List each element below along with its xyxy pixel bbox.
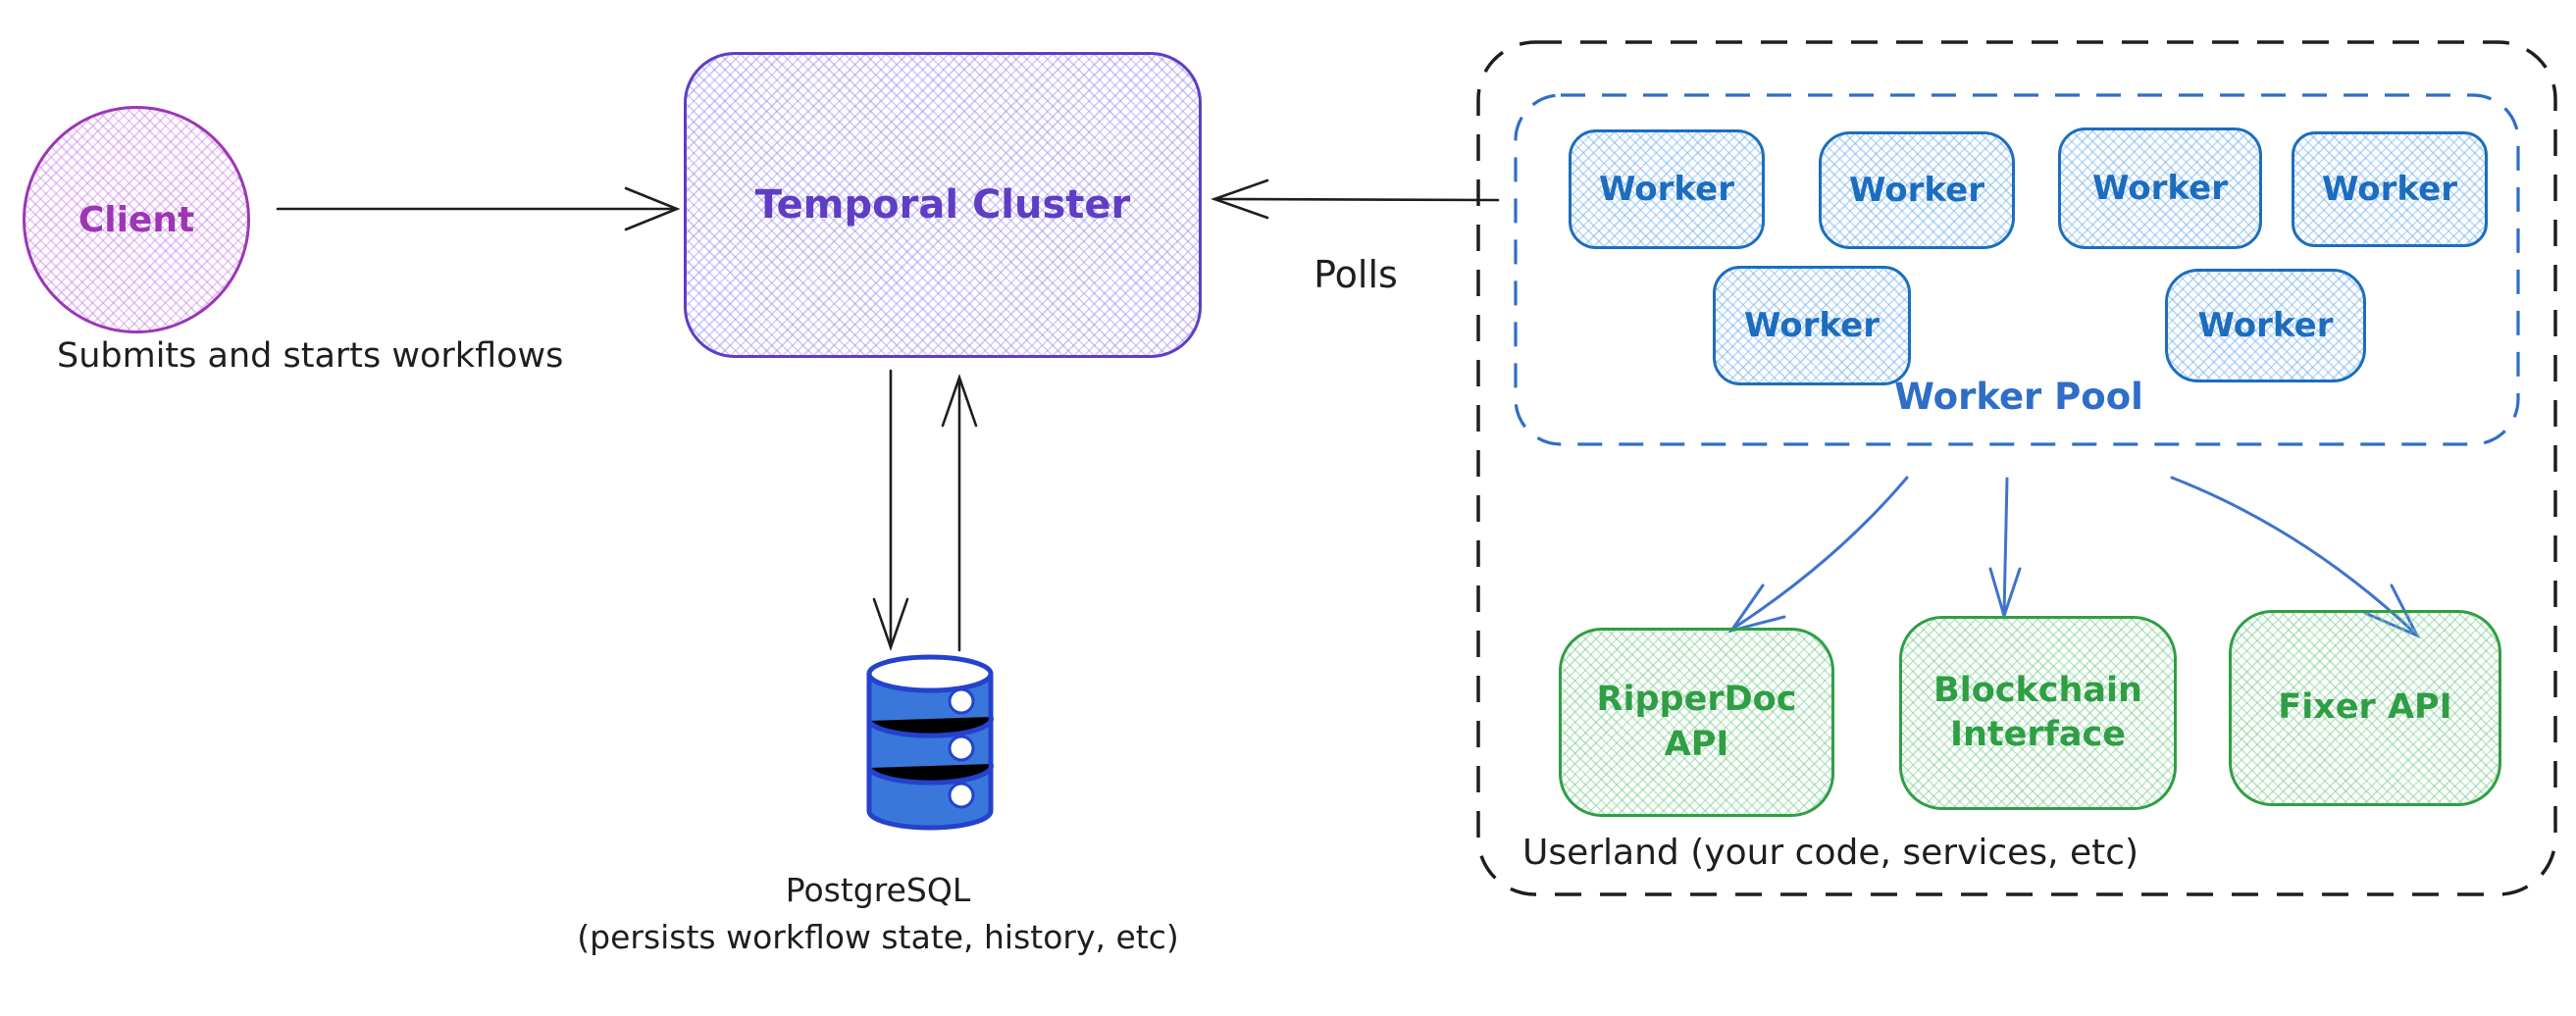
polls-arrow	[1211, 178, 1500, 220]
worker-node-1: Worker	[1569, 129, 1765, 249]
arrow-temporal-to-db	[872, 369, 909, 651]
arrow-pool-to-ripperdoc	[1727, 476, 1909, 634]
worker-label: Worker	[1599, 170, 1734, 209]
client-label: Client	[77, 199, 195, 240]
polls-label: Polls	[1314, 253, 1398, 296]
worker-label: Worker	[1744, 306, 1880, 345]
worker-node-6: Worker	[2165, 269, 2366, 382]
service-label: Blockchain Interface	[1933, 670, 2142, 755]
temporal-cluster-node: Temporal Cluster	[684, 52, 1202, 358]
client-caption: Submits and starts workflows	[57, 336, 564, 376]
arrow-pool-to-blockchain	[1988, 477, 2022, 622]
database-caption: PostgreSQL (persists workflow state, his…	[535, 867, 1221, 961]
temporal-cluster-label: Temporal Cluster	[754, 182, 1131, 228]
database-note: (persists workflow state, history, etc)	[577, 917, 1179, 956]
userland-container-border	[1476, 40, 2557, 896]
client-node: Client	[23, 106, 250, 333]
worker-label: Worker	[1849, 171, 1984, 210]
arrow-client-to-temporal	[276, 186, 681, 231]
worker-pool-label: Worker Pool	[1894, 376, 2143, 418]
database-icon	[866, 654, 994, 831]
worker-node-5: Worker	[1713, 266, 1911, 385]
service-label: RipperDoc API	[1596, 680, 1797, 764]
arrow-db-to-temporal	[941, 374, 978, 652]
worker-node-3: Worker	[2058, 127, 2262, 249]
worker-label: Worker	[2322, 170, 2457, 209]
worker-node-2: Worker	[1819, 131, 2015, 249]
service-node-fixer-api: Fixer API	[2229, 610, 2501, 806]
database-name: PostgreSQL	[785, 871, 971, 909]
worker-label: Worker	[2092, 169, 2228, 208]
service-node-ripperdoc-api: RipperDoc API	[1559, 628, 1834, 817]
userland-label: Userland (your code, services, etc)	[1522, 833, 2139, 873]
worker-pool-container-border	[1514, 93, 2520, 446]
service-label: Fixer API	[2278, 687, 2452, 728]
worker-label: Worker	[2197, 306, 2334, 345]
worker-node-4: Worker	[2292, 131, 2488, 247]
service-node-blockchain-interface: Blockchain Interface	[1899, 616, 2177, 810]
